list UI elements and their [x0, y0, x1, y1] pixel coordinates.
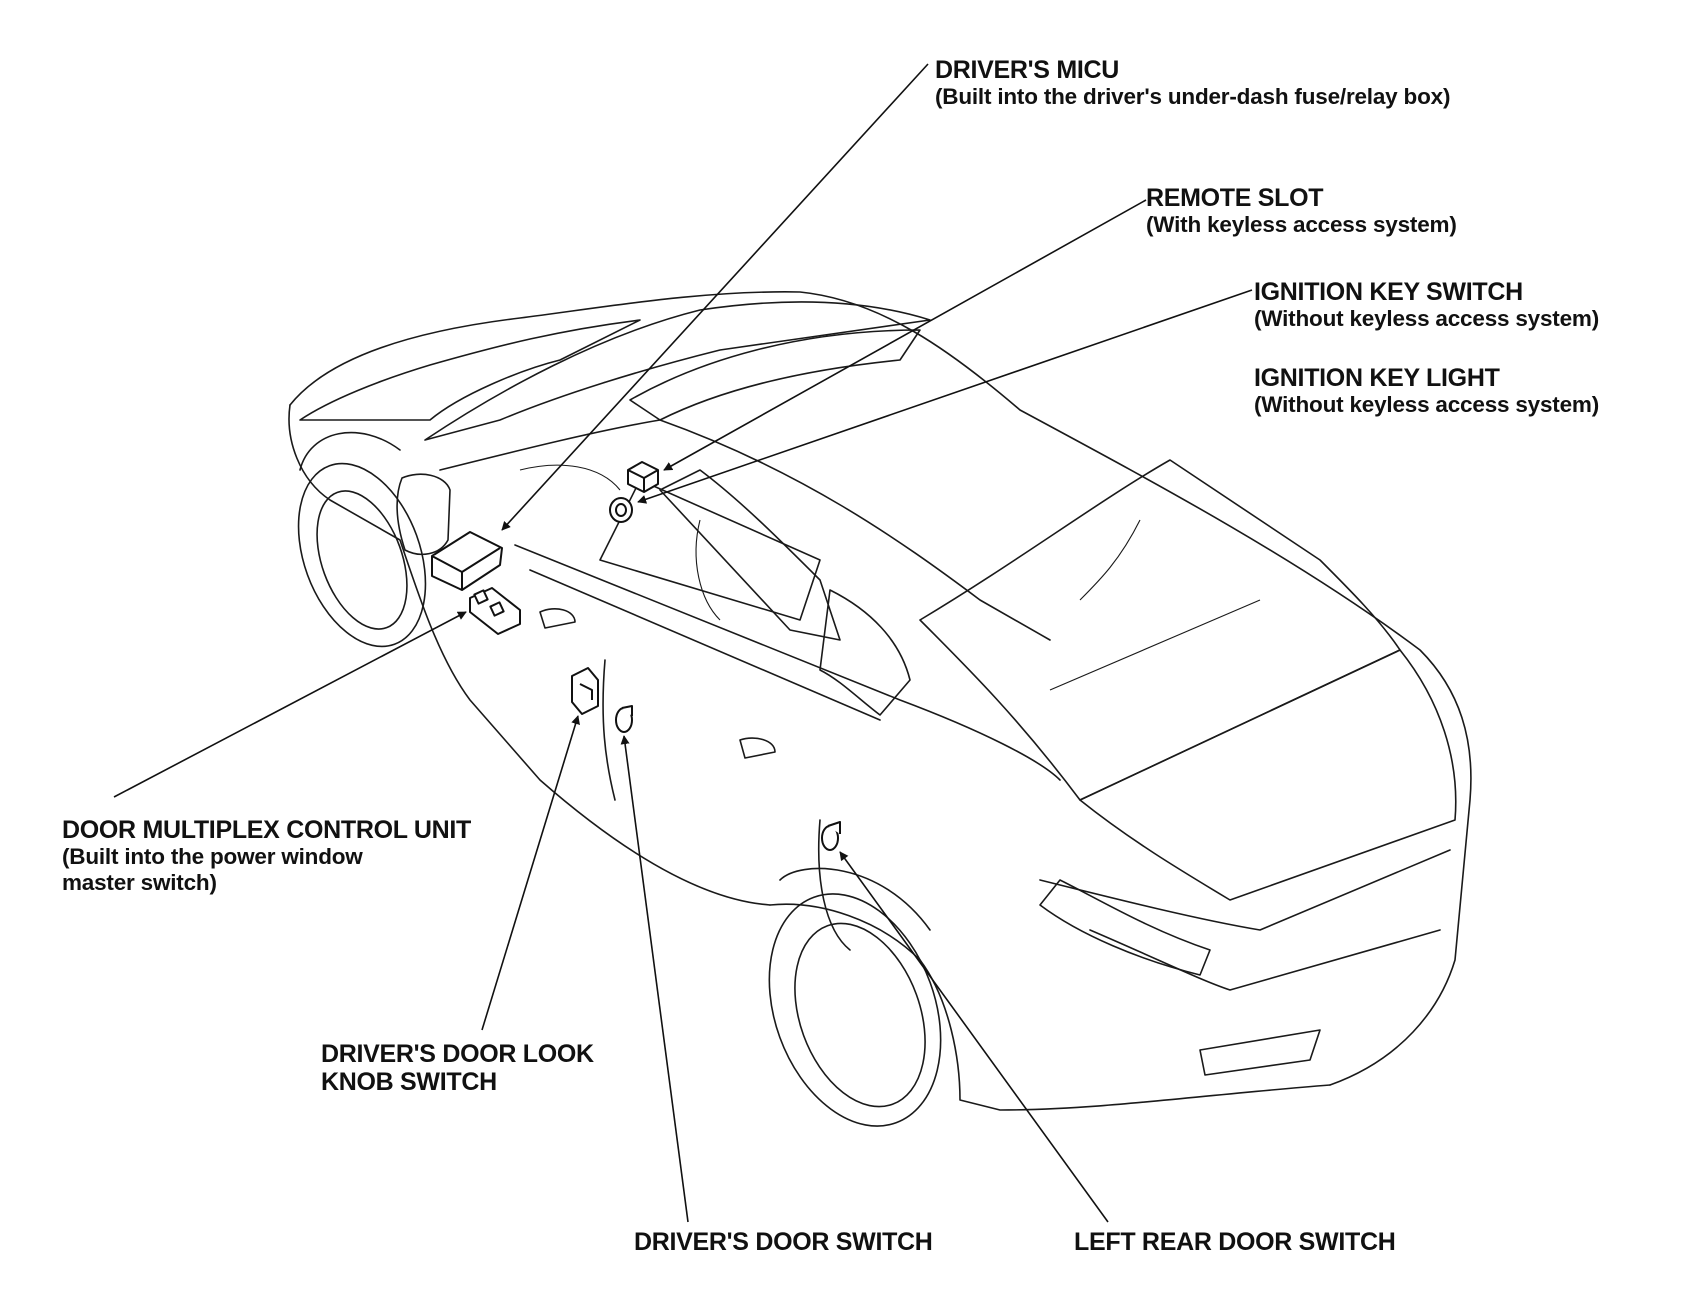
leader-drivers-door-switch	[620, 735, 689, 1223]
callout-ignition-key-switch: IGNITION KEY SWITCH (Without keyless acc…	[1254, 278, 1599, 332]
leader-lines	[113, 63, 1253, 1223]
leader-door-multiplex	[113, 611, 467, 798]
part-remote-slot	[627, 461, 659, 493]
callout-door-lock-knob-switch: DRIVER'S DOOR LOOK KNOB SWITCH	[321, 1040, 594, 1097]
leader-drivers-micu	[501, 63, 929, 531]
callout-title: DRIVER'S DOOR SWITCH	[634, 1228, 933, 1256]
part-door-lock-knob-switch	[571, 667, 599, 715]
callout-title: DOOR MULTIPLEX CONTROL UNIT	[62, 816, 472, 844]
callout-subtitle-line-2: master switch)	[62, 869, 217, 895]
callout-title-line-2: KNOB SWITCH	[321, 1068, 497, 1097]
callout-drivers-door-switch: DRIVER'S DOOR SWITCH	[634, 1228, 933, 1256]
callout-left-rear-door-switch: LEFT REAR DOOR SWITCH	[1074, 1228, 1396, 1256]
callout-ignition-key-light: IGNITION KEY LIGHT (Without keyless acce…	[1254, 364, 1599, 418]
leader-remote-slot	[663, 199, 1147, 471]
part-ignition-key	[609, 497, 633, 523]
leader-door-lock-knob	[481, 715, 580, 1031]
callout-title-line-1: DRIVER'S DOOR LOOK	[321, 1040, 594, 1068]
callout-drivers-micu: DRIVER'S MICU (Built into the driver's u…	[935, 56, 1450, 110]
callout-subtitle-line-1: (Built into the power window	[62, 844, 363, 870]
callout-door-multiplex: DOOR MULTIPLEX CONTROL UNIT (Built into …	[62, 816, 471, 895]
callout-subtitle: (Without keyless access system)	[1254, 392, 1600, 418]
leader-ignition-key	[637, 289, 1253, 504]
callout-title: IGNITION KEY SWITCH	[1254, 278, 1523, 306]
part-power-window-switch	[469, 587, 521, 635]
callout-title: REMOTE SLOT	[1146, 184, 1324, 212]
leader-left-rear-door-switch	[839, 851, 1109, 1223]
callout-subtitle: (Without keyless access system)	[1254, 306, 1600, 332]
callout-title: DRIVER'S MICU	[935, 56, 1120, 84]
part-drivers-door-switch	[615, 705, 633, 733]
callout-subtitle: (Built into the driver's under-dash fuse…	[935, 84, 1451, 110]
callout-remote-slot: REMOTE SLOT (With keyless access system)	[1146, 184, 1457, 238]
callout-subtitle: (With keyless access system)	[1146, 212, 1457, 238]
part-left-rear-door-switch	[821, 821, 841, 851]
callout-title: LEFT REAR DOOR SWITCH	[1074, 1228, 1396, 1256]
part-drivers-micu	[431, 531, 503, 591]
car-illustration	[288, 291, 1472, 1127]
callout-title: IGNITION KEY LIGHT	[1254, 364, 1500, 392]
